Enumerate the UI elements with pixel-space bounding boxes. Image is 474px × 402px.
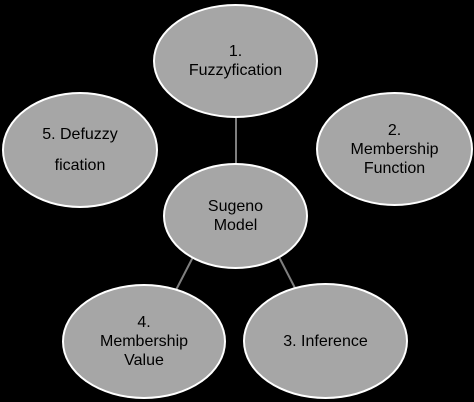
step-4-label-line-2: Value xyxy=(124,352,164,369)
step-4-label-line-1: Membership xyxy=(99,333,189,350)
connector-center-to-step-3 xyxy=(278,256,296,289)
step-1-label: Fuzzyfication xyxy=(188,62,283,79)
step-2-label-line-1: Membership xyxy=(350,140,439,158)
connector-center-to-step-4 xyxy=(175,256,194,291)
step-2-number: 2. xyxy=(387,121,402,139)
center-label-line-1: Sugeno xyxy=(207,198,264,215)
step-3-inference-node: 3. Inference xyxy=(243,283,408,399)
step-5-label-line-1: 5. Defuzzy xyxy=(42,126,118,143)
sugeno-model-center-node: Sugeno Model xyxy=(163,163,308,269)
step-4-number: 4. xyxy=(137,314,151,331)
step-3-label: 3. Inference xyxy=(283,332,368,350)
step-4-membership-value-node: 4. Membership Value xyxy=(62,284,226,399)
step-2-label-line-2: Function xyxy=(363,159,426,177)
step-1-fuzzyfication-node: 1. Fuzzyfication xyxy=(153,4,318,118)
step-5-label-line-2: fication xyxy=(54,157,106,174)
step-1-number: 1. xyxy=(228,43,243,60)
center-label-line-2: Model xyxy=(213,217,258,234)
step-2-membership-function-node: 2. Membership Function xyxy=(316,92,473,206)
step-5-defuzzyfication-node: 5. Defuzzy fication xyxy=(2,92,158,208)
